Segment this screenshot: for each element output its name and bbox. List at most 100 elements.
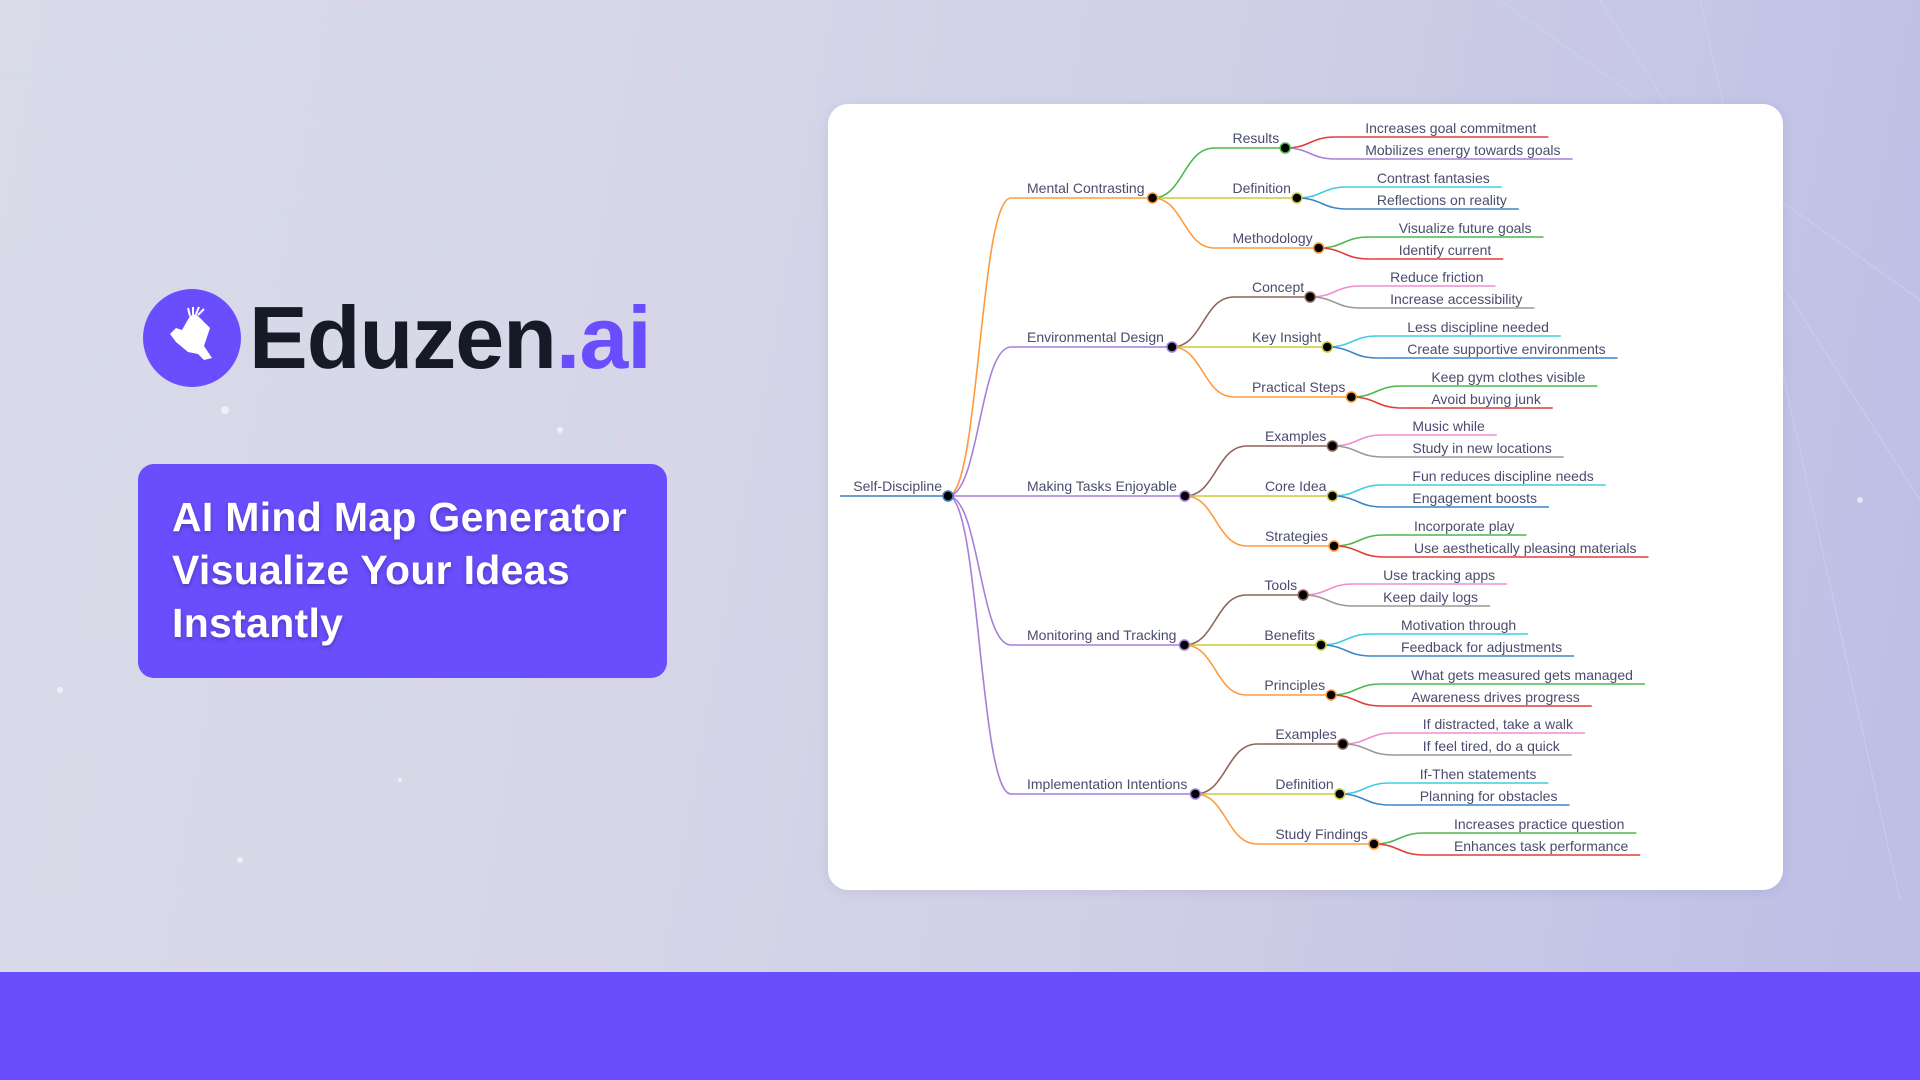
node-dot — [1291, 192, 1303, 204]
leaf-connector — [1327, 346, 1378, 359]
branch-node-label: Making Tasks Enjoyable — [1027, 478, 1177, 494]
subtopic-node-label: Definition — [1233, 180, 1291, 196]
node-dot — [1325, 689, 1337, 701]
mindmap-card — [828, 104, 1783, 890]
node-dot — [1326, 440, 1339, 452]
subtopic-node-label: Concept — [1252, 279, 1304, 295]
subtopic-node-label: Methodology — [1233, 230, 1313, 246]
leaf-node-label: Keep gym clothes visible — [1431, 369, 1585, 385]
subtopic-connector — [1195, 743, 1258, 795]
subtopic-node-label: Key Insight — [1252, 329, 1321, 345]
leaf-connector — [1327, 335, 1378, 348]
brand-logo: Eduzen.ai — [143, 289, 652, 387]
leaf-node-label: Engagement boosts — [1412, 490, 1537, 506]
subtopic-connector — [1195, 793, 1258, 845]
node-dot — [1297, 589, 1309, 601]
leaf-node-label: Study in new locations — [1412, 440, 1551, 456]
subtopic-node-label: Results — [1233, 130, 1280, 146]
leaf-connector — [1310, 285, 1361, 298]
root-node-label: Self-Discipline — [853, 478, 942, 494]
leaf-connector — [1342, 743, 1393, 756]
subtopic-node-label: Study Findings — [1275, 826, 1368, 842]
subtopic-node-label: Examples — [1265, 428, 1326, 444]
subtopic-node-label: Principles — [1264, 677, 1325, 693]
leaf-node-label: Visualize future goals — [1399, 220, 1532, 236]
node-dot — [1345, 391, 1358, 403]
leaf-node-label: If feel tired, do a quick — [1423, 738, 1561, 754]
node-dot — [1146, 192, 1159, 204]
subtopic-node-label: Strategies — [1265, 528, 1328, 544]
leaf-connector — [1373, 832, 1424, 845]
node-dot — [1179, 490, 1191, 502]
node-dot — [1166, 341, 1178, 353]
subtopic-node-label: Practical Steps — [1252, 379, 1345, 395]
branch-node-label: Mental Contrasting — [1027, 180, 1145, 196]
leaf-connector — [1332, 434, 1383, 447]
leaf-node-label: Fun reduces discipline needs — [1412, 468, 1593, 484]
branch-node-label: Environmental Design — [1027, 329, 1164, 345]
node-dot — [1321, 341, 1333, 353]
leaf-node-label: Create supportive environments — [1407, 341, 1605, 357]
leaf-connector — [1332, 484, 1383, 497]
brand-name-main: Eduzen — [249, 288, 557, 387]
leaf-connector — [1303, 583, 1354, 596]
node-dot — [1315, 639, 1327, 651]
leaf-node-label: Increase accessibility — [1390, 291, 1522, 307]
node-dot — [1326, 490, 1339, 502]
dove-book-icon — [143, 289, 241, 387]
leaf-connector — [1339, 782, 1390, 795]
leaf-node-label: Reflections on reality — [1377, 192, 1507, 208]
subtopic-node-label: Examples — [1275, 726, 1336, 742]
branch-connector — [947, 495, 1012, 646]
subtopic-connector — [1184, 594, 1247, 646]
leaf-node-label: Music while — [1412, 418, 1485, 434]
leaf-connector — [1296, 197, 1347, 210]
brand-name: Eduzen.ai — [249, 294, 652, 382]
subtopic-connector — [1184, 495, 1247, 547]
leaf-node-label: Keep daily logs — [1383, 589, 1478, 605]
leaf-node-label: Incorporate play — [1414, 518, 1514, 534]
leaf-connector — [1310, 296, 1361, 309]
leaf-connector — [1321, 644, 1372, 657]
node-dot — [1304, 291, 1316, 303]
leaf-node-label: Planning for obstacles — [1420, 788, 1558, 804]
subtopic-node-label: Tools — [1264, 577, 1297, 593]
leaf-connector — [1342, 732, 1393, 745]
leaf-node-label: Awareness drives progress — [1411, 689, 1580, 705]
node-dot — [1368, 838, 1380, 850]
headline-line-2: Visualize Your Ideas — [172, 547, 570, 593]
subtopic-connector — [1171, 346, 1234, 398]
subtopic-connector — [1152, 147, 1215, 199]
leaf-connector — [1331, 683, 1382, 696]
subtopic-connector — [1152, 197, 1215, 249]
leaf-node-label: Motivation through — [1401, 617, 1516, 633]
branch-node-label: Implementation Intentions — [1027, 776, 1187, 792]
node-dot — [1333, 788, 1346, 800]
leaf-connector — [1351, 385, 1402, 398]
node-dot — [942, 490, 954, 502]
headline-line-1: AI Mind Map Generator — [172, 494, 628, 540]
node-dot — [1328, 540, 1340, 552]
node-dot — [1312, 242, 1325, 254]
leaf-node-label: If-Then statements — [1420, 766, 1537, 782]
branch-connector — [947, 197, 1012, 497]
leaf-node-label: Feedback for adjustments — [1401, 639, 1562, 655]
leaf-connector — [1303, 594, 1354, 607]
branch-node-label: Monitoring and Tracking — [1027, 627, 1176, 643]
leaf-node-label: Enhances task performance — [1454, 838, 1629, 854]
leaf-connector — [1331, 694, 1382, 707]
subtopic-connector — [1171, 296, 1234, 348]
leaf-node-label: Use tracking apps — [1383, 567, 1495, 583]
subtopic-node-label: Benefits — [1264, 627, 1315, 643]
leaf-connector — [1332, 495, 1383, 508]
leaf-connector — [1351, 396, 1402, 409]
leaf-connector — [1332, 445, 1383, 458]
leaf-node-label: Less discipline needed — [1407, 319, 1549, 335]
leaf-node-label: What gets measured gets managed — [1411, 667, 1633, 683]
leaf-node-label: Increases goal commitment — [1365, 120, 1536, 136]
footer-bar — [0, 972, 1920, 1080]
subtopic-connector — [1184, 445, 1247, 497]
leaf-connector — [1285, 136, 1336, 149]
node-dot — [1279, 142, 1291, 154]
